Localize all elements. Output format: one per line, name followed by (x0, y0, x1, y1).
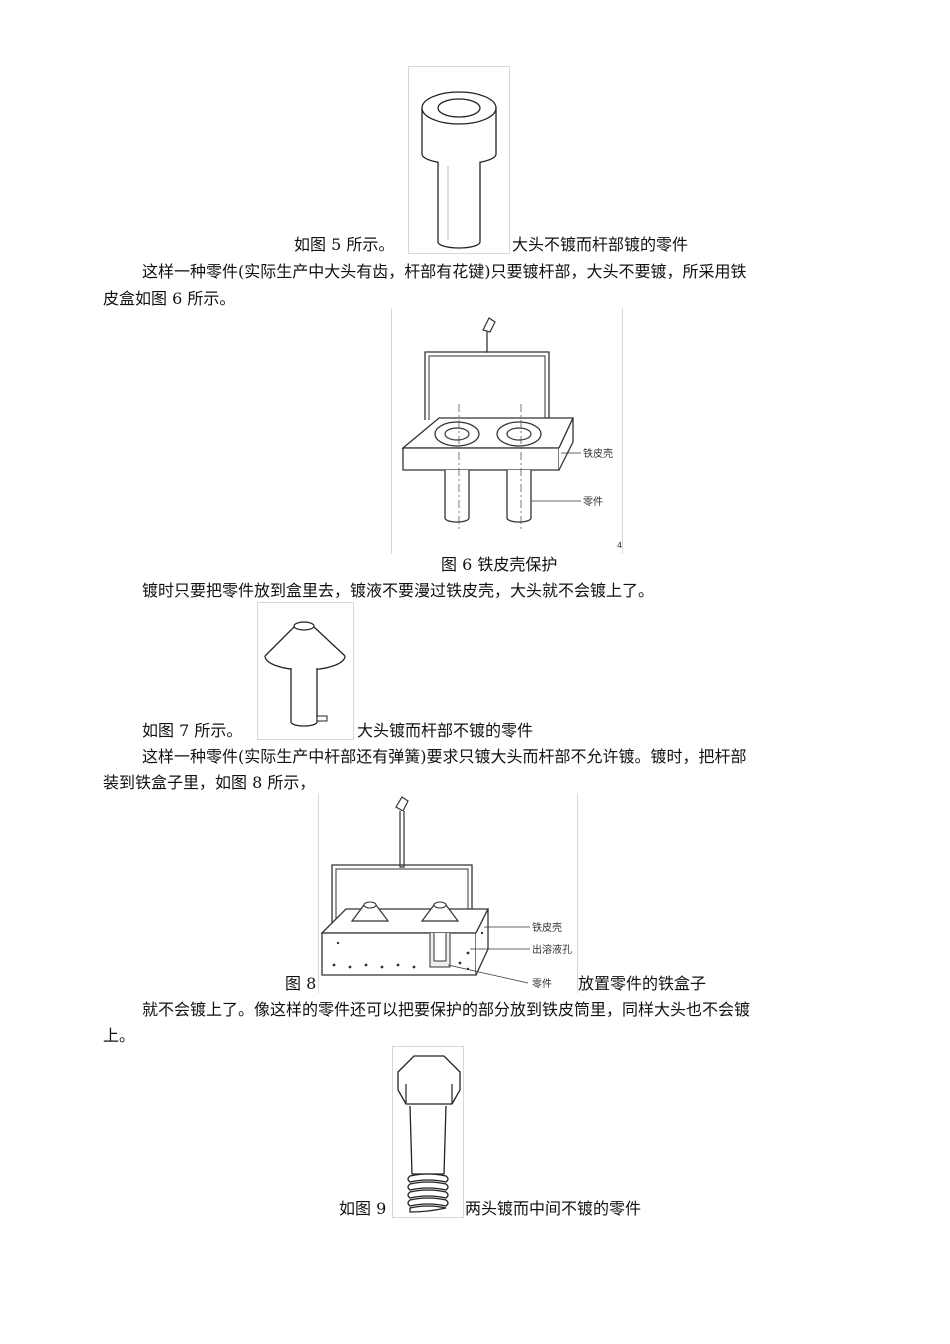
figure-5-image (408, 66, 510, 254)
figure-9-image (392, 1046, 464, 1218)
paragraph-3-line-2: 装到铁盒子里，如图 8 所示， (103, 773, 316, 792)
svg-text:4: 4 (617, 541, 622, 550)
figure-8-prefix: 图 8 (285, 974, 317, 993)
label-iron-shell: 铁皮壳 (532, 921, 562, 934)
figure-8-image: 铁皮壳 出溶液孔 零件 (318, 793, 578, 993)
figure-6-image: 铁皮壳 零件 4 (391, 308, 623, 554)
label-drain-hole: 出溶液孔 (532, 943, 572, 956)
paragraph-4-line-2: 上。 (103, 1026, 136, 1045)
figure-5-prefix: 如图 5 所示。 (294, 235, 395, 254)
figure-6-caption: 图 6 铁皮壳保护 (441, 555, 558, 574)
figure-7-prefix: 如图 7 所示。 (142, 721, 243, 740)
figure-9-caption: 两头镀而中间不镀的零件 (465, 1199, 642, 1218)
label-part: 零件 (583, 496, 603, 508)
paragraph-1-line-1: 这样一种零件(实际生产中大头有齿，杆部有花键)只要镀杆部，大头不要镀，所采用铁 (142, 262, 747, 281)
figure-5-caption: 大头不镀而杆部镀的零件 (512, 235, 689, 254)
label-iron-shell: 铁皮壳 (583, 447, 613, 460)
figure-8-caption: 放置零件的铁盒子 (578, 974, 707, 993)
label-part: 零件 (532, 978, 552, 990)
paragraph-3-line-1: 这样一种零件(实际生产中杆部还有弹簧)要求只镀大头而杆部不允许镀。镀时，把杆部 (142, 747, 747, 766)
figure-9-prefix: 如图 9 (339, 1199, 387, 1218)
paragraph-4-line-1: 就不会镀上了。像这样的零件还可以把要保护的部分放到铁皮筒里，同样大头也不会镀 (142, 1000, 751, 1019)
figure-7-image (257, 602, 354, 740)
paragraph-1-line-2: 皮盒如图 6 所示。 (103, 289, 236, 308)
figure-7-caption: 大头镀而杆部不镀的零件 (357, 721, 534, 740)
paragraph-2: 镀时只要把零件放到盒里去，镀液不要漫过铁皮壳，大头就不会镀上了。 (142, 581, 655, 600)
